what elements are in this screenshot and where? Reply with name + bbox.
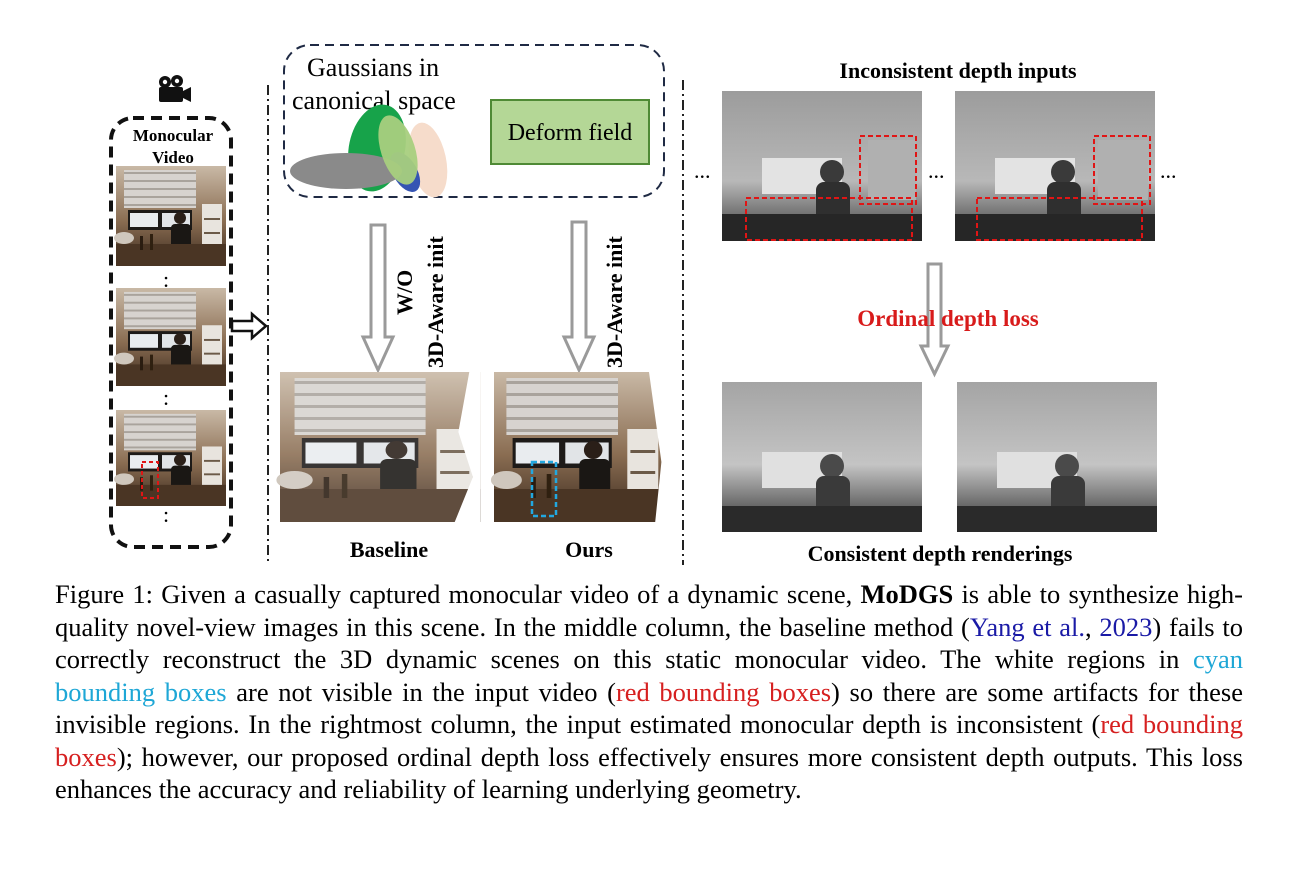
baseline-caption: Baseline [350, 537, 428, 562]
ellipsis-middle: ... [928, 158, 945, 183]
ellipsis-right: ... [1160, 158, 1177, 183]
citation-year-link[interactable]: 2023 [1099, 611, 1153, 642]
ordinal-depth-loss-label: Ordinal depth loss [857, 306, 1039, 331]
citation-author-link[interactable]: Yang et al. [969, 611, 1086, 642]
deform-field-label: Deform field [508, 120, 633, 146]
red-bounding-box [859, 135, 917, 205]
video-frame-2 [114, 288, 226, 386]
hollow-right-arrow-icon [230, 311, 268, 341]
ours-render-image [490, 372, 665, 522]
depth-render-2 [957, 382, 1157, 532]
ours-init-label: 3D-Aware init [602, 236, 627, 368]
frame-dots: : [163, 385, 169, 410]
caption-text: ) fails to correctly reconstruct the 3D … [55, 611, 1243, 675]
camera-icon [159, 75, 191, 102]
gaussians-illustration [290, 104, 448, 198]
red-bounding-box [1093, 135, 1151, 205]
video-frame-1 [114, 166, 226, 266]
caption-text: are not visible in the input video ( [226, 676, 616, 707]
monocular-title-line1: Monocular [133, 126, 214, 145]
wo-init-label-line1: W/O [392, 270, 417, 315]
cyan-highlight: cyan bounding boxes [55, 644, 1243, 707]
cyan-bounding-box [530, 460, 558, 518]
inconsistent-depth-title: Inconsistent depth inputs [839, 58, 1077, 83]
deform-field-box [490, 99, 650, 165]
wo-init-label-line2: 3D-Aware init [423, 236, 448, 368]
caption-text: ) so there are some artifacts for these … [55, 676, 1243, 740]
video-frame-3 [114, 410, 226, 506]
model-name: MoDGS [860, 579, 954, 609]
red-highlight: red bounding boxes [55, 709, 1243, 772]
red-bounding-box [141, 461, 159, 499]
depth-input-2 [955, 91, 1155, 241]
down-arrow-depth-icon [918, 262, 951, 378]
depth-render-1 [722, 382, 922, 532]
ellipsis-left: ... [694, 158, 711, 183]
figure-1: Monocular Video : : : Gaussians in canon… [109, 44, 1177, 566]
depth-input-1 [722, 91, 922, 241]
down-arrow-ours-icon [561, 220, 597, 374]
gaussians-title-line1: Gaussians in [307, 53, 439, 82]
caption-text: Figure 1: Given a casually captured mono… [55, 579, 861, 609]
ours-caption: Ours [565, 537, 613, 562]
caption-text: ); however, our proposed ordinal depth l… [55, 741, 1243, 805]
down-arrow-baseline-icon [360, 223, 396, 374]
monocular-video-frame [109, 116, 233, 549]
red-bounding-box [976, 197, 1143, 241]
figure-caption: Figure 1: Given a casually captured mono… [55, 578, 1243, 806]
caption-text: , [1085, 611, 1100, 642]
red-highlight: red bounding boxes [615, 676, 832, 707]
monocular-title-line2: Video [152, 148, 194, 167]
red-bounding-box [745, 197, 913, 241]
frame-dots: : [163, 267, 169, 292]
baseline-render-image [276, 372, 481, 522]
consistent-depth-title: Consistent depth renderings [808, 541, 1073, 566]
caption-text: is able to synthesize high-quality novel… [55, 579, 1243, 642]
frame-dots: : [163, 502, 169, 527]
